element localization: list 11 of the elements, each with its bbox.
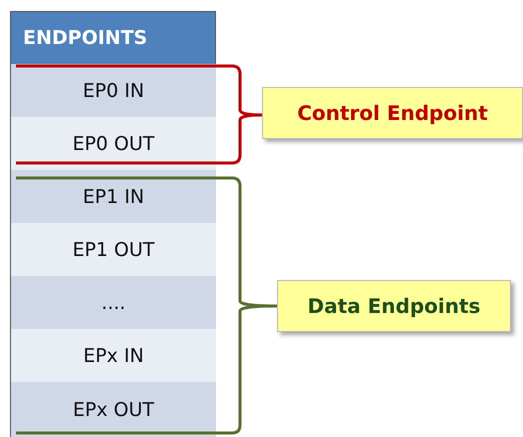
- table-row: EPx IN: [11, 329, 216, 382]
- table-header: ENDPOINTS: [11, 12, 215, 64]
- table-row: ....: [11, 276, 216, 329]
- table-row: EP0 IN: [11, 64, 216, 117]
- endpoint-table: [10, 11, 216, 437]
- table-row: EP1 IN: [11, 170, 216, 223]
- table-row: EPx OUT: [11, 382, 216, 437]
- callout-box: Data Endpoints: [277, 280, 511, 332]
- callout-box: Control Endpoint: [262, 87, 523, 139]
- table-row: EP0 OUT: [11, 117, 216, 170]
- table-row: EP1 OUT: [11, 223, 216, 276]
